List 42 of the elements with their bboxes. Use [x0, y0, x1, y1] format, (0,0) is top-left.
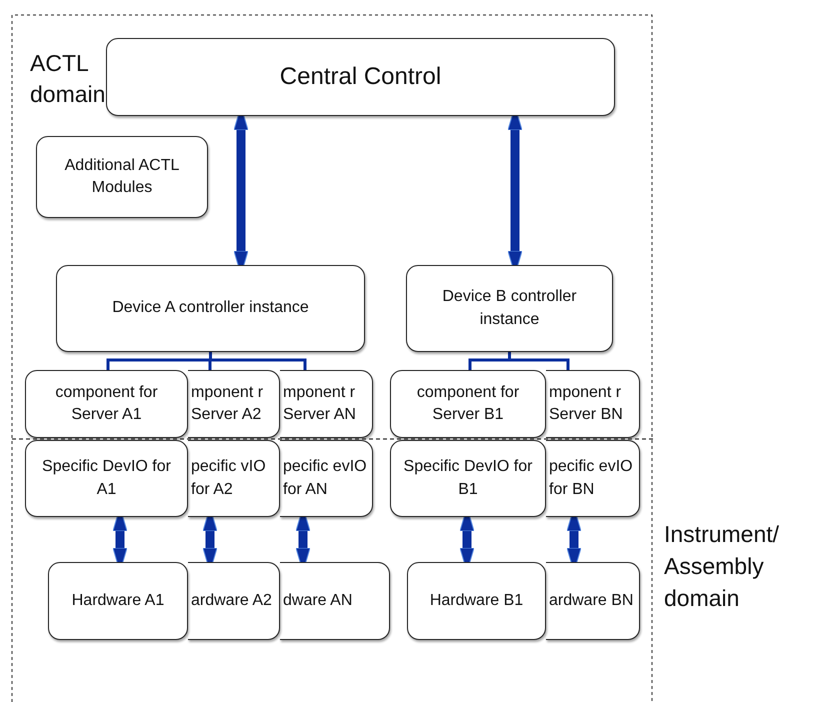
process-box: [56, 265, 365, 352]
connector-line: [508, 352, 570, 370]
box-text: Central Control: [280, 62, 442, 92]
box-text: Specific DevIO for B1: [403, 457, 533, 500]
domain-label: Instrument/ Assembly domain: [664, 520, 780, 614]
box-text: Hardware A1: [72, 590, 164, 611]
box-text: mponent r Server A2: [191, 382, 264, 425]
process-box: [106, 38, 615, 116]
box-text: mponent r Server BN: [549, 382, 624, 425]
box-text: Device B controller instance: [441, 287, 578, 330]
devio-box: [280, 440, 373, 517]
devio-box: [188, 440, 280, 517]
component-box: [390, 370, 546, 438]
devio-box: [25, 440, 188, 517]
devio-box: [390, 440, 546, 517]
component-box: [280, 370, 373, 438]
box-text: pecific evIO for BN: [549, 457, 634, 500]
domain-label: ACTL domain: [30, 49, 106, 110]
box-text: component for Server B1: [416, 382, 520, 425]
box-text: pecific evIO for AN: [283, 457, 368, 500]
component-box: [188, 370, 280, 438]
process-box: [36, 136, 208, 218]
hardware-box: [407, 562, 546, 640]
box-text: ardware BN: [549, 590, 634, 611]
hardware-box: [48, 562, 188, 640]
devio-box: [546, 440, 640, 517]
process-box: [406, 265, 613, 352]
box-text: mponent r Server AN: [283, 382, 357, 425]
box-text: Device A controller instance: [112, 298, 309, 318]
box-text: pecific vIO for A2: [191, 457, 267, 500]
hardware-box: [188, 562, 280, 640]
hardware-box: [546, 562, 640, 640]
box-text: dware AN: [283, 590, 352, 611]
component-box: [546, 370, 640, 438]
box-text: component for Server A1: [54, 382, 159, 425]
box-text: Specific DevIO for A1: [41, 457, 172, 500]
component-box: [25, 370, 188, 438]
hardware-box: [280, 562, 390, 640]
connector-line: [209, 352, 306, 370]
box-text: Hardware B1: [430, 590, 524, 611]
box-text: ardware A2: [191, 590, 272, 611]
box-text: Additional ACTL Modules: [64, 156, 180, 198]
